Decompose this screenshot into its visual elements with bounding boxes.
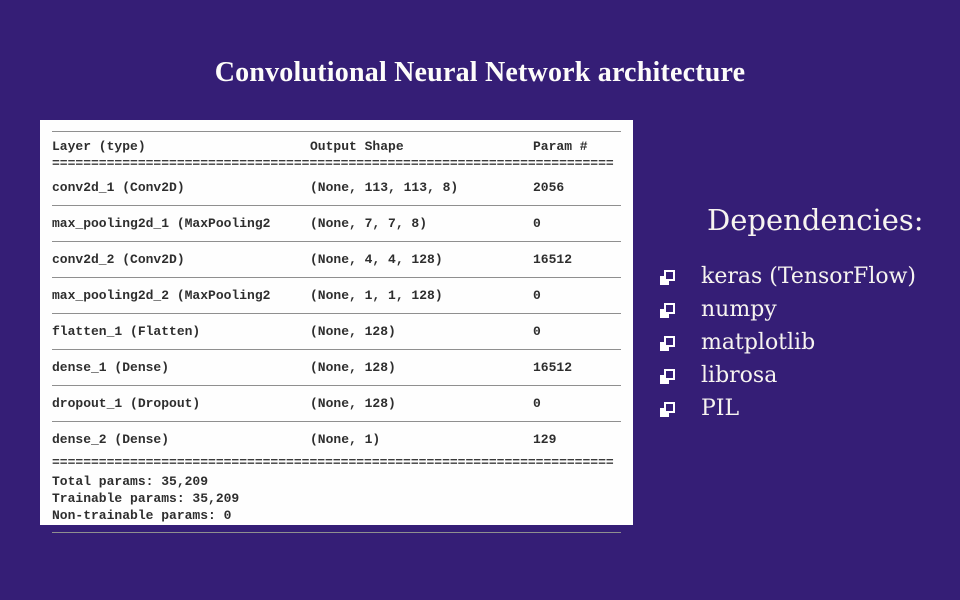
- cell-param-count: 0: [533, 216, 541, 231]
- cell-layer-type: flatten_1 (Flatten): [52, 324, 201, 339]
- bullet-outline: [664, 302, 675, 314]
- dependency-label: PIL: [701, 396, 740, 421]
- shadowed-square-bullet-icon: [660, 335, 675, 351]
- page-title: Convolutional Neural Network architectur…: [214, 57, 746, 88]
- column-header-layer-type: Layer (type): [52, 138, 146, 154]
- shadowed-square-bullet-icon: [660, 302, 675, 318]
- table-row: max_pooling2d_2 (MaxPooling2 (None, 1, 1…: [52, 278, 621, 314]
- separator-equals-line: ========================================…: [52, 158, 614, 170]
- cell-param-count: 129: [533, 432, 557, 447]
- cell-param-count: 2056: [533, 180, 565, 195]
- dependencies-section: Dependencies: keras (TensorFlow) numpy m…: [660, 203, 960, 431]
- separator-line-bottom: [52, 532, 621, 533]
- cell-layer-type: dense_1 (Dense): [52, 360, 170, 375]
- bullet-outline: [664, 335, 675, 347]
- summary-totals: Total params: 35,209 Trainable params: 3…: [52, 469, 621, 524]
- model-summary-panel: Layer (type) Output Shape Param # ======…: [40, 120, 633, 533]
- cell-output-shape: (None, 1): [310, 432, 381, 447]
- cell-layer-type: conv2d_1 (Conv2D): [52, 180, 185, 195]
- list-item: keras (TensorFlow): [660, 266, 960, 288]
- summary-header-row: Layer (type) Output Shape Param #: [52, 134, 621, 158]
- table-row: conv2d_1 (Conv2D) (None, 113, 113, 8) 20…: [52, 170, 621, 206]
- bullet-outline: [664, 368, 675, 380]
- table-row: flatten_1 (Flatten) (None, 128) 0: [52, 314, 621, 350]
- cell-output-shape: (None, 7, 7, 8): [310, 216, 428, 231]
- cell-param-count: 16512: [533, 360, 573, 375]
- totals-line: Total params: 35,209: [52, 474, 209, 489]
- cell-param-count: 0: [533, 324, 541, 339]
- column-header-param-count: Param #: [533, 138, 588, 154]
- cell-layer-type: dropout_1 (Dropout): [52, 396, 201, 411]
- bullet-outline: [664, 269, 675, 281]
- table-row: max_pooling2d_1 (MaxPooling2 (None, 7, 7…: [52, 206, 621, 242]
- cell-output-shape: (None, 128): [310, 396, 396, 411]
- shadowed-square-bullet-icon: [660, 269, 675, 285]
- totals-line: Trainable params: 35,209: [52, 491, 240, 506]
- dependencies-heading: Dependencies:: [707, 203, 924, 237]
- table-row: conv2d_2 (Conv2D) (None, 4, 4, 128) 1651…: [52, 242, 621, 278]
- separator-line-top: [52, 131, 621, 132]
- cell-output-shape: (None, 128): [310, 324, 396, 339]
- list-item: matplotlib: [660, 332, 960, 354]
- table-row: dense_2 (Dense) (None, 1) 129: [52, 422, 621, 457]
- cell-param-count: 0: [533, 288, 541, 303]
- list-item: librosa: [660, 365, 960, 387]
- cell-param-count: 16512: [533, 252, 573, 267]
- separator-equals-line: ========================================…: [52, 457, 614, 469]
- cell-param-count: 0: [533, 396, 541, 411]
- cell-output-shape: (None, 113, 113, 8): [310, 180, 459, 195]
- list-item: PIL: [660, 398, 960, 420]
- table-row: dropout_1 (Dropout) (None, 128) 0: [52, 386, 621, 422]
- bullet-outline: [664, 401, 675, 413]
- totals-line: Non-trainable params: 0: [52, 508, 232, 523]
- column-header-output-shape: Output Shape: [310, 138, 404, 154]
- dependency-label: numpy: [701, 297, 777, 322]
- cell-output-shape: (None, 4, 4, 128): [310, 252, 443, 267]
- table-row: dense_1 (Dense) (None, 128) 16512: [52, 350, 621, 386]
- dependencies-list: keras (TensorFlow) numpy matplotlib libr…: [660, 266, 960, 420]
- cell-output-shape: (None, 1, 1, 128): [310, 288, 443, 303]
- cell-layer-type: max_pooling2d_2 (MaxPooling2: [52, 288, 271, 303]
- dependency-label: librosa: [701, 363, 778, 388]
- cell-layer-type: dense_2 (Dense): [52, 432, 170, 447]
- cell-layer-type: max_pooling2d_1 (MaxPooling2: [52, 216, 271, 231]
- cell-output-shape: (None, 128): [310, 360, 396, 375]
- list-item: numpy: [660, 299, 960, 321]
- dependency-label: matplotlib: [701, 330, 816, 355]
- shadowed-square-bullet-icon: [660, 401, 675, 417]
- shadowed-square-bullet-icon: [660, 368, 675, 384]
- cell-layer-type: conv2d_2 (Conv2D): [52, 252, 185, 267]
- dependency-label: keras (TensorFlow): [701, 264, 917, 289]
- summary-rows: conv2d_1 (Conv2D) (None, 113, 113, 8) 20…: [52, 170, 621, 457]
